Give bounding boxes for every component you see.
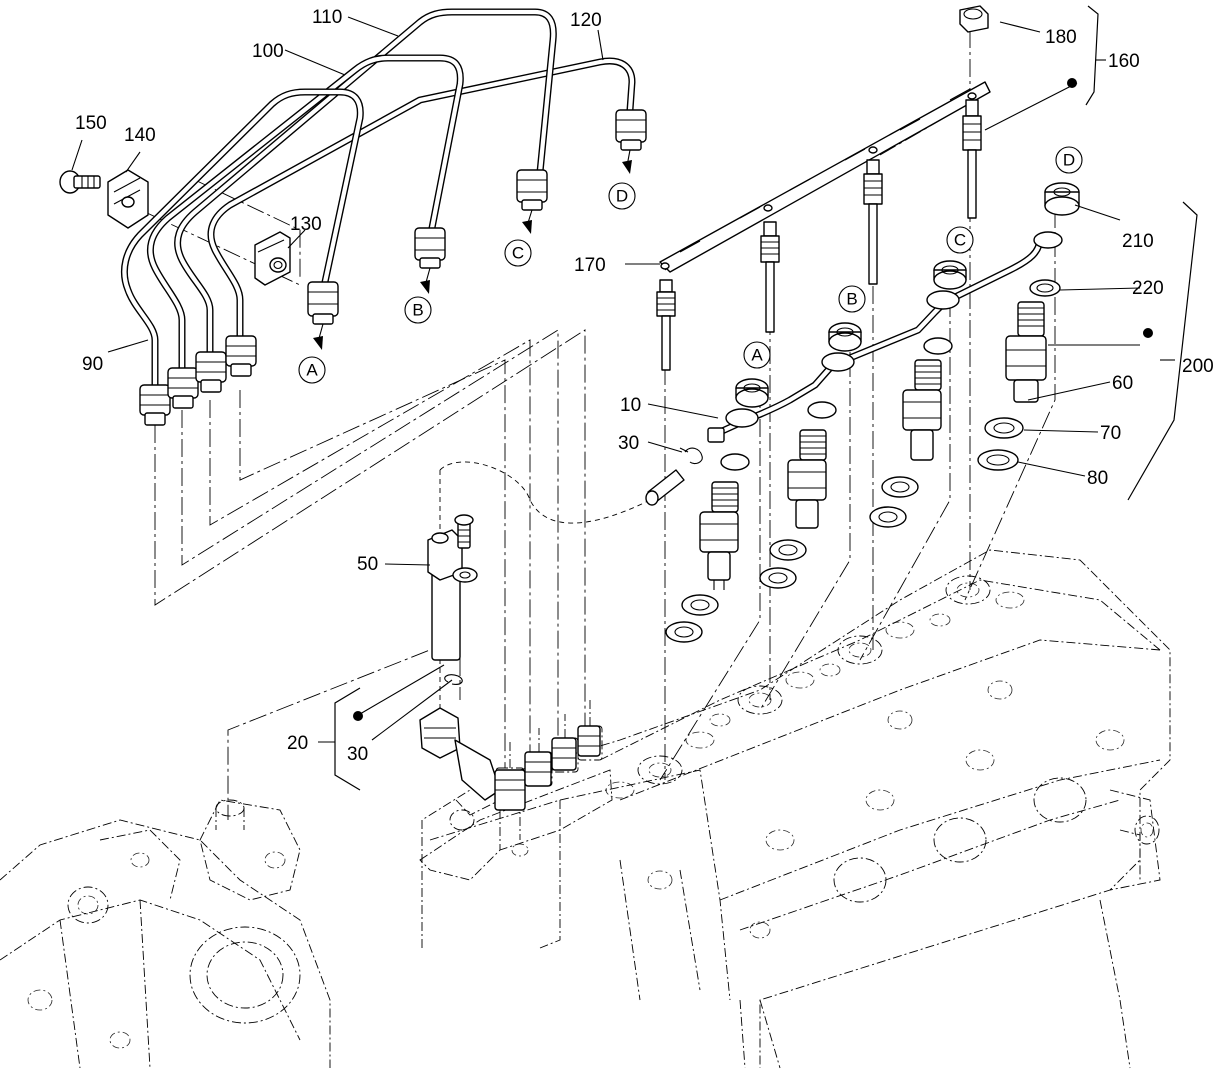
callout-150: 150 [75, 113, 107, 134]
callout-200: 200 [1182, 356, 1214, 377]
nut-180 [959, 5, 989, 33]
injection-pipe-110 [174, 8, 557, 359]
marker-nozzle-b: B [846, 290, 857, 309]
pump-fittings [419, 707, 601, 811]
injection-pipe-100 [147, 54, 464, 374]
callout-220: 220 [1132, 278, 1164, 299]
callout-130: 130 [290, 214, 322, 235]
marker-nozzle-c: C [954, 231, 966, 250]
pipe-nuts-pump-side [139, 335, 257, 426]
callout-110: 110 [312, 7, 342, 28]
nozzle-markers: A B C D [743, 146, 1083, 369]
pump-housing-phantom [0, 799, 331, 1069]
callout-70: 70 [1100, 423, 1121, 444]
nozzle-holders [665, 279, 1061, 643]
marker-pipe-b: B [412, 301, 423, 320]
callout-180: 180 [1045, 27, 1077, 48]
marker-nozzle-a: A [751, 346, 763, 365]
callout-90: 90 [82, 354, 103, 375]
pipe-nuts-nozzle-side [307, 109, 647, 350]
pipe-clamps [59, 169, 291, 286]
engine-block-phantom [421, 549, 1171, 1069]
injection-pipe-90 [121, 88, 364, 389]
callout-10: 10 [620, 395, 641, 416]
callout-160: 160 [1108, 51, 1140, 72]
clamp-130 [254, 231, 291, 286]
leak-off-pipe-10 [707, 231, 1063, 443]
marker-nozzle-d: D [1063, 151, 1075, 170]
marker-pipe-c: C [512, 244, 524, 263]
callout-140: 140 [124, 125, 156, 146]
pipe-end-markers: A B C D [298, 182, 636, 384]
callout-50: 50 [357, 554, 378, 575]
injection-pipes [121, 8, 636, 389]
callout-170: 170 [574, 255, 606, 276]
glow-plug-lead-170 [659, 81, 991, 273]
injection-pipe-120 [207, 57, 636, 344]
callout-20: 20 [287, 733, 308, 754]
callout-30-upper: 30 [618, 433, 639, 454]
callout-120: 120 [570, 10, 602, 31]
marker-pipe-d: D [616, 187, 628, 206]
callout-60: 60 [1112, 373, 1133, 394]
hose-and-clip-30 [645, 447, 703, 506]
nozzle-top-washers [735, 182, 1080, 408]
callout-leaders [71, 16, 1141, 741]
callout-30-lower: 30 [347, 744, 368, 765]
clamp-140 [107, 169, 149, 229]
callout-100: 100 [252, 41, 284, 62]
group-brackets [318, 5, 1198, 791]
callout-labels: 110 100 120 180 160 150 140 130 170 210 … [75, 7, 1214, 765]
callout-80: 80 [1087, 468, 1108, 489]
bolt-150 [59, 170, 101, 194]
glow-plugs [656, 99, 982, 371]
callout-210: 210 [1122, 231, 1154, 252]
marker-pipe-a: A [306, 361, 318, 380]
nozzle-holder-50 [427, 514, 478, 685]
